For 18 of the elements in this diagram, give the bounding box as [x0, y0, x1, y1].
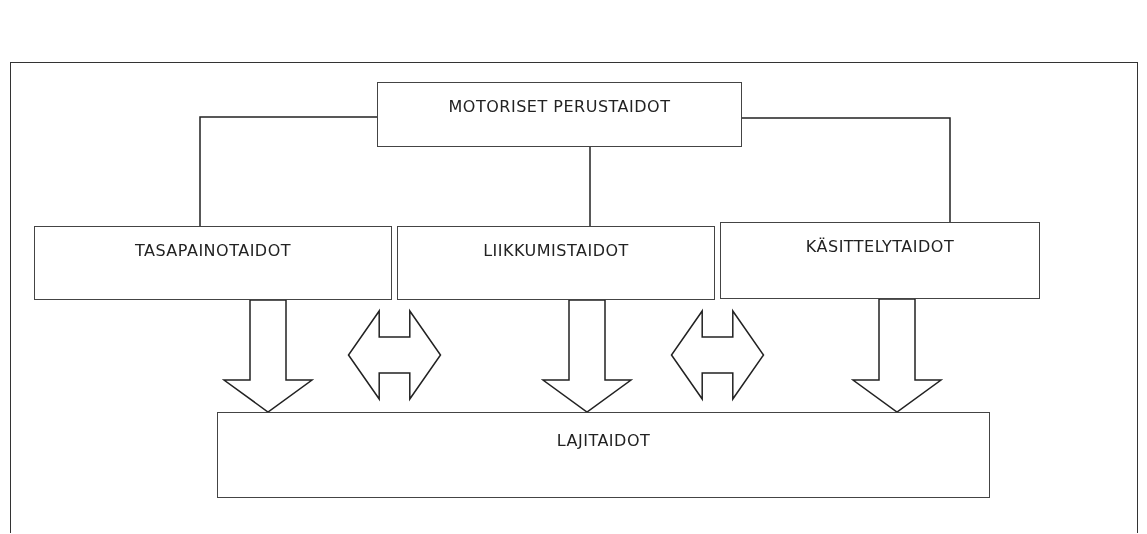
box-label: LIIKKUMISTAIDOT: [483, 241, 629, 260]
connector-line: [199, 116, 378, 227]
block-arrow: [670, 308, 765, 402]
skill-box: [720, 222, 1040, 299]
box-label: TASAPAINOTAIDOT: [134, 241, 292, 260]
connector-line: [741, 117, 951, 223]
connector-line: [589, 146, 591, 227]
skill-box: [377, 82, 742, 147]
box-label: LAJITAIDOT: [556, 431, 651, 450]
block-arrow: [850, 298, 944, 413]
block-arrow: [540, 299, 634, 413]
skill-box: [397, 226, 715, 300]
block-arrow: [221, 299, 315, 413]
box-label: KÄSITTELYTAIDOT: [805, 237, 955, 256]
box-label: MOTORISET PERUSTAIDOT: [448, 97, 671, 116]
skill-box: [34, 226, 392, 300]
block-arrow: [347, 308, 442, 402]
skill-box: [217, 412, 990, 498]
